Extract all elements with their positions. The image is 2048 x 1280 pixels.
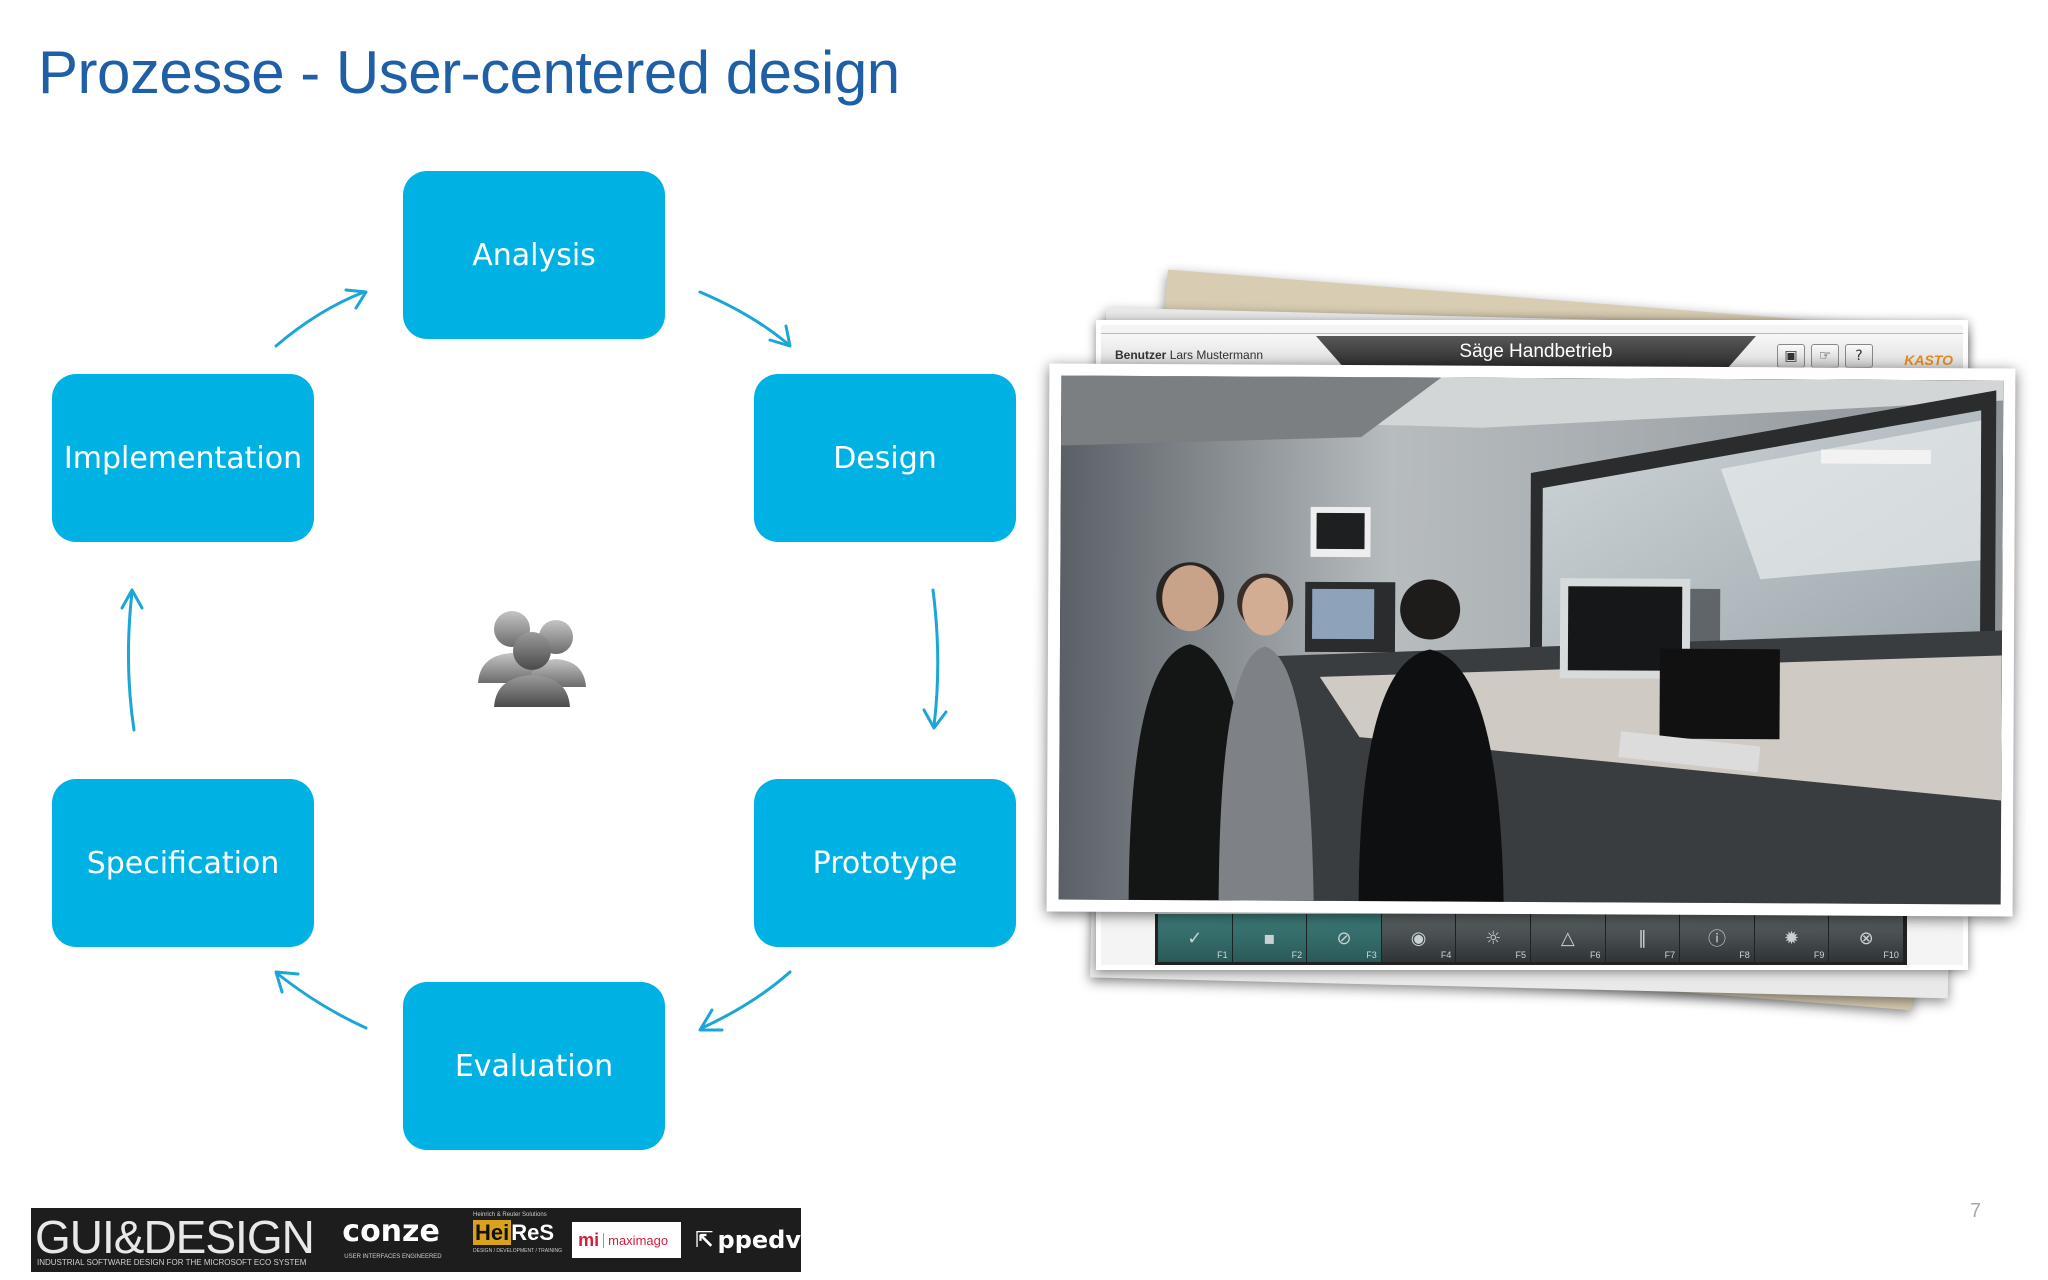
f4-key[interactable]: ◉F4 [1382, 914, 1457, 962]
f1-key[interactable]: ✓F1 [1158, 914, 1233, 962]
step-evaluation: Evaluation [403, 982, 665, 1150]
hand-icon[interactable]: ☞ [1811, 344, 1839, 368]
arrow-specification-to-implementation [126, 590, 136, 732]
f9-key[interactable]: ✹F9 [1755, 914, 1830, 962]
photo-illustration [1058, 375, 2004, 905]
f6-key[interactable]: △F6 [1531, 914, 1606, 962]
arrow-design-to-prototype [931, 588, 940, 728]
arrow-evaluation-to-specification [276, 972, 368, 1030]
usability-lab-photo [1058, 375, 2004, 905]
f2-key[interactable]: ▪F2 [1232, 914, 1308, 962]
top-toolbar: ▣ ☞ ? [1777, 344, 1873, 368]
light-icon: ☼ [1485, 927, 1502, 949]
slide-title: Prozesse - User-centered design [38, 39, 900, 106]
f3-key[interactable]: ⊘F3 [1307, 914, 1382, 962]
info-icon: ⓘ [1707, 929, 1726, 950]
user-label: Benutzer Lars Mustermann [1115, 348, 1264, 362]
step-prototype: Prototype [754, 779, 1016, 947]
gear-icon: ✹ [1784, 927, 1800, 949]
users-icon [478, 611, 586, 707]
warning-icon: △ [1560, 927, 1575, 949]
usability-lab-photo-frame [1046, 363, 2016, 917]
tool-icon: ∥ [1637, 927, 1647, 949]
arrow-analysis-to-design [698, 290, 790, 346]
step-specification: Specification [52, 779, 314, 947]
cancel-icon: ⊘ [1336, 927, 1352, 949]
save-icon: ▪ [1263, 927, 1276, 949]
step-design: Design [754, 374, 1016, 542]
arrow-implementation-to-analysis [274, 290, 366, 348]
sponsor-logo-strip: GUI&DESIGN INDUSTRIAL SOFTWARE DESIGN FO… [31, 1208, 801, 1272]
f5-key[interactable]: ☼F5 [1456, 914, 1531, 962]
page-number: 7 [1970, 1200, 1982, 1222]
maximago-logo: mi maximago [572, 1222, 682, 1258]
f7-key[interactable]: ∥F7 [1606, 914, 1681, 962]
conze-logo: conze USER INTERFACES ENGINEERED [342, 1214, 442, 1260]
heires-logo: Heinrich & Reuter Solutions HeiReS DESIG… [473, 1212, 563, 1254]
eye-icon: ◉ [1410, 927, 1427, 949]
arrow-prototype-to-evaluation [700, 970, 792, 1030]
kasto-logo: KASTO [1904, 352, 1953, 368]
3d-icon[interactable]: ▣ [1777, 344, 1805, 368]
f10-key[interactable]: ⊗F10 [1829, 914, 1904, 962]
gui-design-logo: GUI&DESIGN INDUSTRIAL SOFTWARE DESIGN FO… [35, 1211, 315, 1267]
step-implementation: Implementation [52, 374, 314, 542]
help-icon[interactable]: ? [1845, 344, 1873, 368]
step-analysis: Analysis [403, 171, 665, 339]
external-arrow-icon: ⇱ [695, 1227, 714, 1253]
checkmark-icon: ✓ [1187, 927, 1203, 949]
ppedv-logo: ⇱ ppedv [695, 1226, 802, 1254]
close-icon: ⊗ [1858, 927, 1874, 949]
